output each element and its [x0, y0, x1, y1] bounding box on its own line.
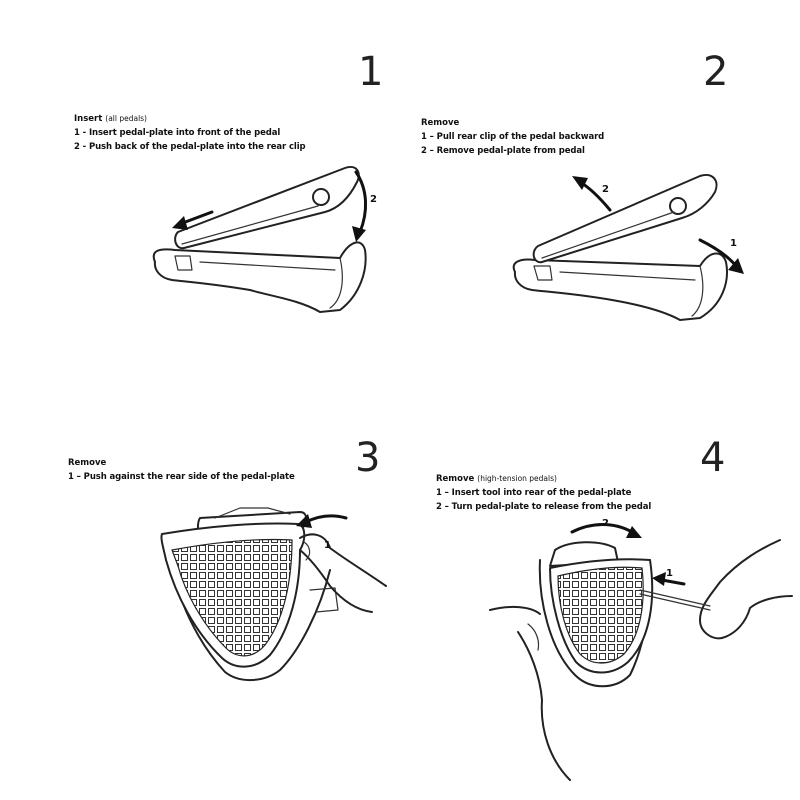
instruction-line: 2 – Turn pedal-plate to release from the… — [436, 502, 652, 512]
pedal-remove-illustration: 2 1 — [512, 174, 744, 321]
instruction-heading: Remove (high-tension pedals) — [436, 474, 557, 484]
instruction-line: 1 – Push against the rear side of the pe… — [68, 472, 295, 482]
arrow-label: 1 — [324, 540, 331, 551]
step-number: 3 — [355, 435, 381, 481]
pedal-tool-illustration: 2 1 — [489, 518, 793, 781]
instruction-line: 2 – Remove pedal-plate from pedal — [421, 146, 585, 156]
step-panel-3: 3 Remove 1 – Push against the rear side … — [0, 400, 400, 800]
instruction-block: Remove 1 – Pull rear clip of the pedal b… — [421, 116, 604, 158]
instruction-line: 1 – Pull rear clip of the pedal backward — [421, 132, 605, 142]
arrow-label: 2 — [602, 518, 609, 529]
instruction-line: 1 – Insert tool into rear of the pedal-p… — [436, 488, 632, 498]
instruction-heading: Remove — [68, 458, 107, 468]
step-panel-1: 1 Insert (all pedals) 1 - Insert pedal-p… — [0, 0, 400, 400]
instruction-line: 2 - Push back of the pedal-plate into th… — [74, 142, 306, 152]
pedal-insert-illustration: 2 — [152, 166, 377, 313]
arrow-label: 2 — [602, 184, 609, 195]
arrow-label: 2 — [370, 194, 377, 205]
step-panel-4: 4 Remove (high-tension pedals) 1 – Inser… — [400, 400, 800, 800]
step-number: 4 — [700, 435, 726, 481]
pedal-push-illustration: 1 — [160, 507, 387, 681]
step-number: 2 — [703, 49, 729, 95]
instruction-line: 1 - Insert pedal-plate into front of the… — [74, 128, 281, 138]
instruction-heading: Remove — [421, 118, 460, 128]
arrow-label: 1 — [730, 238, 737, 249]
instruction-block: Insert (all pedals) 1 - Insert pedal-pla… — [74, 112, 306, 154]
instruction-heading: Insert (all pedals) — [74, 114, 147, 124]
arrow-label: 1 — [666, 568, 673, 579]
step-number: 1 — [358, 49, 384, 95]
instruction-block: Remove (high-tension pedals) 1 – Insert … — [436, 472, 651, 514]
step-panel-2: 2 Remove 1 – Pull rear clip of the pedal… — [400, 0, 800, 400]
instruction-block: Remove 1 – Push against the rear side of… — [68, 456, 295, 484]
